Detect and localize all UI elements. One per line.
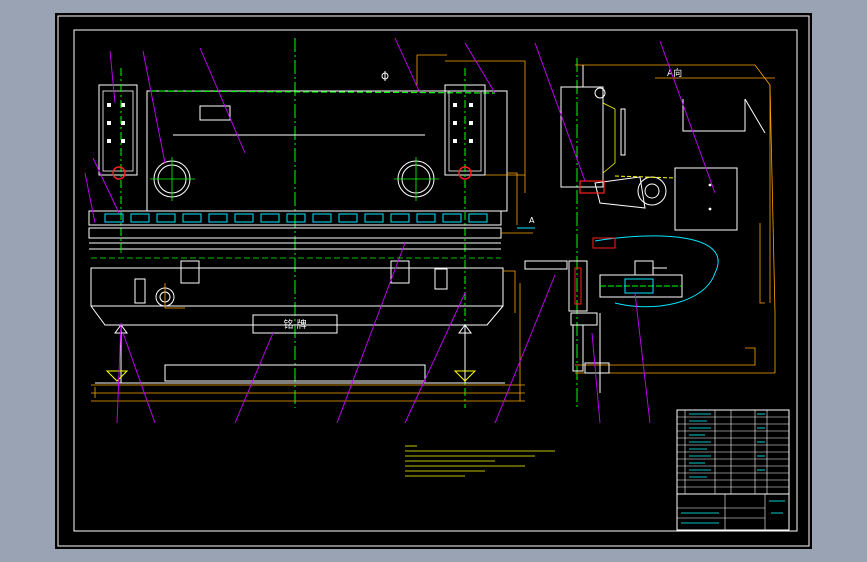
bracket-right (390, 260, 410, 284)
side-block (674, 167, 738, 231)
clamp-left (112, 166, 126, 180)
front-view: 铭 牌 A (88, 38, 535, 408)
cylinder-right (444, 84, 486, 176)
title-block (676, 409, 790, 531)
upper-tool-beam (88, 210, 502, 226)
nameplate-label: 铭 牌 (283, 318, 306, 331)
base-bar (164, 364, 426, 382)
drawing-sheet: 铭 牌 A (55, 13, 812, 549)
side-cylinder (560, 86, 604, 188)
top-plate (199, 105, 231, 121)
clamp-right (458, 166, 472, 180)
dimension-lines (91, 60, 533, 402)
section-marker: A (529, 216, 535, 225)
view-label: A向 (667, 67, 682, 79)
inner-border (73, 29, 798, 532)
slide-body (146, 90, 508, 212)
technical-notes (405, 445, 555, 477)
outer-border (57, 15, 810, 547)
bracket-left (180, 260, 200, 284)
leader-lines (84, 37, 716, 424)
tool-segments (104, 213, 488, 223)
side-view: A向 (524, 58, 776, 408)
lower-table (90, 267, 504, 307)
piston-rod (149, 90, 496, 94)
cad-drawing: 铭 牌 A (57, 15, 810, 547)
nameplate (252, 314, 338, 334)
side-table (568, 260, 588, 312)
cylinder-left (98, 84, 138, 176)
